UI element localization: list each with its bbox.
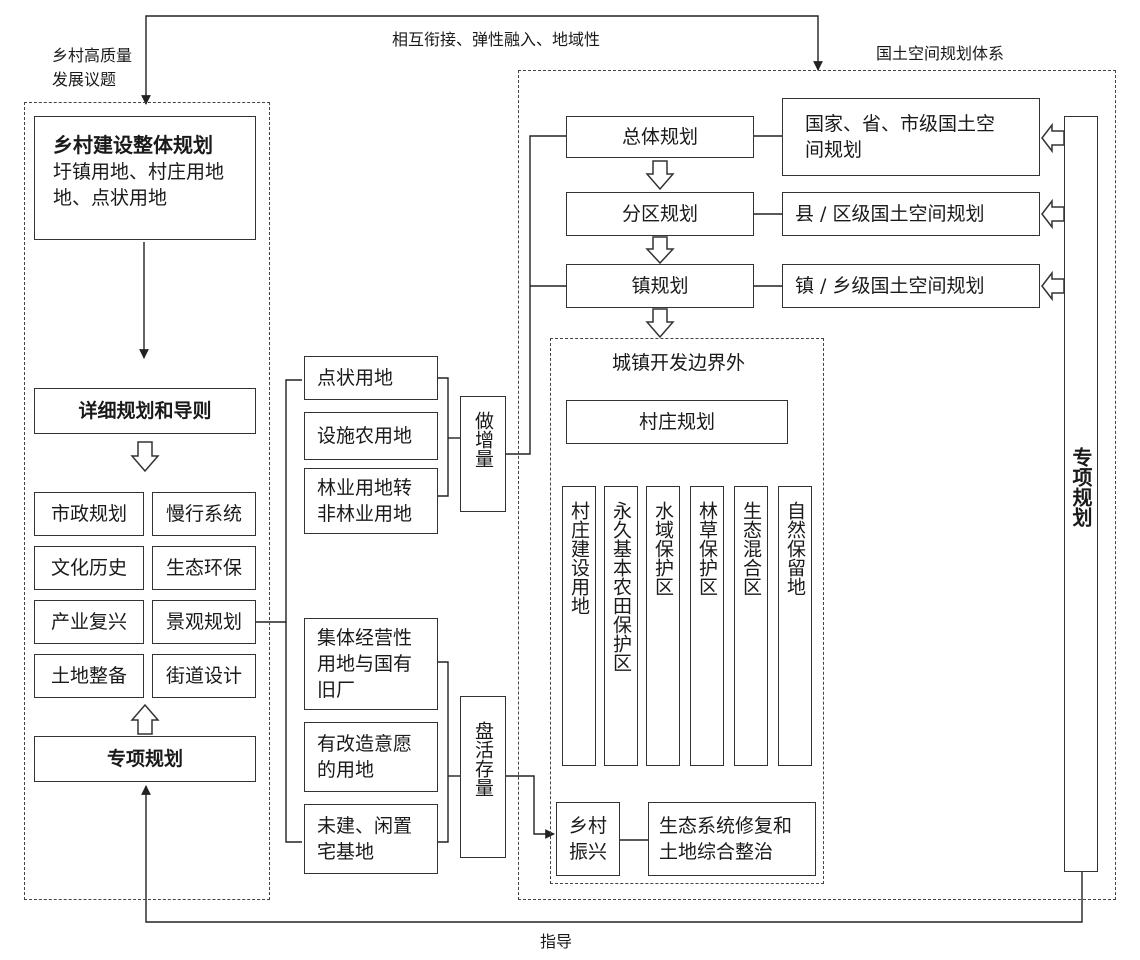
point-land-box: 点状用地: [304, 356, 438, 400]
grid-item-street: 街道设计: [152, 654, 256, 698]
column-water: 水域保护区: [646, 486, 680, 766]
district-plan-box: 分区规划: [566, 192, 754, 236]
master-plan-box: 总体规划: [566, 116, 754, 158]
forest-conversion-box: 林业用地转 非林业用地: [304, 468, 438, 534]
increment-label: 做增量: [472, 411, 494, 468]
grid-item-industry: 产业复兴: [34, 600, 144, 644]
renovation-line2: 的用地: [317, 759, 375, 781]
special-vertical-label: 专项规划: [1069, 447, 1093, 527]
idle-line2: 宅基地: [317, 841, 375, 863]
hollow-up-arrow-icon: [130, 703, 160, 735]
left-arrow-icon-2: [1041, 198, 1065, 230]
idle-homestead-box: 未建、闲置 宅基地: [304, 804, 438, 874]
township-plan-box: 镇 / 乡级国土空间规划: [782, 264, 1040, 308]
bracket-upper: [256, 379, 302, 623]
outside-boundary-panel: [550, 338, 824, 884]
increment-box: 做增量: [460, 396, 506, 512]
column-eco-mixed-label: 生态混合区: [740, 501, 762, 596]
national-line1: 国家、省、市级国土空: [805, 113, 996, 135]
system-label: 国土空间规划体系: [876, 44, 1005, 63]
grid-item-ecology: 生态环保: [152, 546, 256, 590]
collective-land-box: 集体经营性 用地与国有 旧厂: [304, 618, 438, 710]
grid-item-land: 土地整备: [34, 654, 144, 698]
hollow-down-arrow-icon: [130, 441, 160, 473]
column-nature-reserve-label: 自然保留地: [784, 501, 806, 596]
outside-boundary-title: 城镇开发边界外: [612, 352, 746, 374]
eco-line2: 土地综合整治: [659, 841, 774, 863]
rural-quality-line1: 乡村高质量: [52, 46, 133, 65]
column-village-construction: 村庄建设用地: [562, 486, 596, 766]
left-arrow-icon-3: [1041, 270, 1065, 302]
renovation-land-box: 有改造意愿 的用地: [304, 722, 438, 792]
overall-plan-title: 乡村建设整体规划: [53, 133, 213, 157]
left-dashed-panel: [24, 102, 270, 900]
column-forest-grass-label: 林草保护区: [696, 501, 718, 596]
county-plan-box: 县 / 区级国土空间规划: [782, 192, 1040, 236]
forest-line2: 非林业用地: [317, 503, 413, 525]
special-vertical-box: 专项规划: [1064, 116, 1098, 872]
right-dashed-panel: [518, 70, 1116, 900]
grid-item-municipal: 市政规划: [34, 492, 144, 536]
stock-label: 盘活存量: [472, 721, 494, 797]
grid-item-landscape: 景观规划: [152, 600, 256, 644]
eco-line1: 生态系统修复和: [659, 815, 793, 837]
chain-down-arrow-icon-3: [645, 308, 675, 339]
chain-down-arrow-icon-1: [645, 160, 675, 191]
grid-item-slow-traffic: 慢行系统: [152, 492, 256, 536]
chain-down-arrow-icon-2: [645, 236, 675, 265]
bottom-loop-arrow: [141, 785, 1083, 923]
rural-quality-label: 乡村高质量 发展议题: [52, 44, 132, 92]
column-nature-reserve: 自然保留地: [778, 486, 812, 766]
column-eco-mixed: 生态混合区: [734, 486, 768, 766]
grid-item-culture: 文化历史: [34, 546, 144, 590]
special-plan-box: 专项规划: [34, 736, 256, 782]
national-line2: 间规划: [805, 139, 863, 161]
idle-line1: 未建、闲置: [317, 815, 413, 837]
renovation-line1: 有改造意愿: [317, 733, 413, 755]
overall-plan-sub2: 地、点状用地: [53, 187, 168, 209]
column-farmland: 永久基本农田保护区: [604, 486, 638, 766]
top-loop-arrow: [141, 15, 823, 105]
top-arrow-label: 相互衔接、弹性融入、地域性: [392, 30, 601, 49]
rural-revival-box: 乡村振兴: [556, 802, 620, 876]
village-plan-box: 村庄规划: [566, 400, 788, 444]
column-forest-grass: 林草保护区: [690, 486, 724, 766]
forest-line1: 林业用地转: [317, 477, 413, 499]
stock-box: 盘活存量: [460, 696, 506, 858]
overall-plan-sub1: 圩镇用地、村庄用地: [53, 161, 225, 183]
overall-plan-box: 乡村建设整体规划 圩镇用地、村庄用地 地、点状用地: [34, 116, 256, 240]
collective-line2: 用地与国有: [317, 653, 413, 675]
bracket-lower: [285, 622, 302, 843]
guidance-label: 指导: [540, 932, 573, 951]
column-water-label: 水域保护区: [652, 501, 674, 596]
facility-farm-box: 设施农用地: [304, 412, 438, 460]
town-plan-box: 镇规划: [566, 264, 754, 308]
rural-quality-line2: 发展议题: [52, 70, 117, 89]
collective-line3: 旧厂: [317, 679, 356, 701]
national-plan-box: 国家、省、市级国土空 间规划: [782, 98, 1040, 176]
eco-restoration-box: 生态系统修复和 土地综合整治: [648, 802, 816, 876]
collective-line1: 集体经营性: [317, 627, 413, 649]
detail-plan-box: 详细规划和导则: [34, 388, 256, 434]
rural-revival-line1: 乡村振兴: [568, 815, 607, 863]
column-village-construction-label: 村庄建设用地: [568, 501, 590, 615]
column-farmland-label: 永久基本农田保护区: [610, 501, 632, 672]
left-arrow-icon-1: [1041, 122, 1065, 154]
